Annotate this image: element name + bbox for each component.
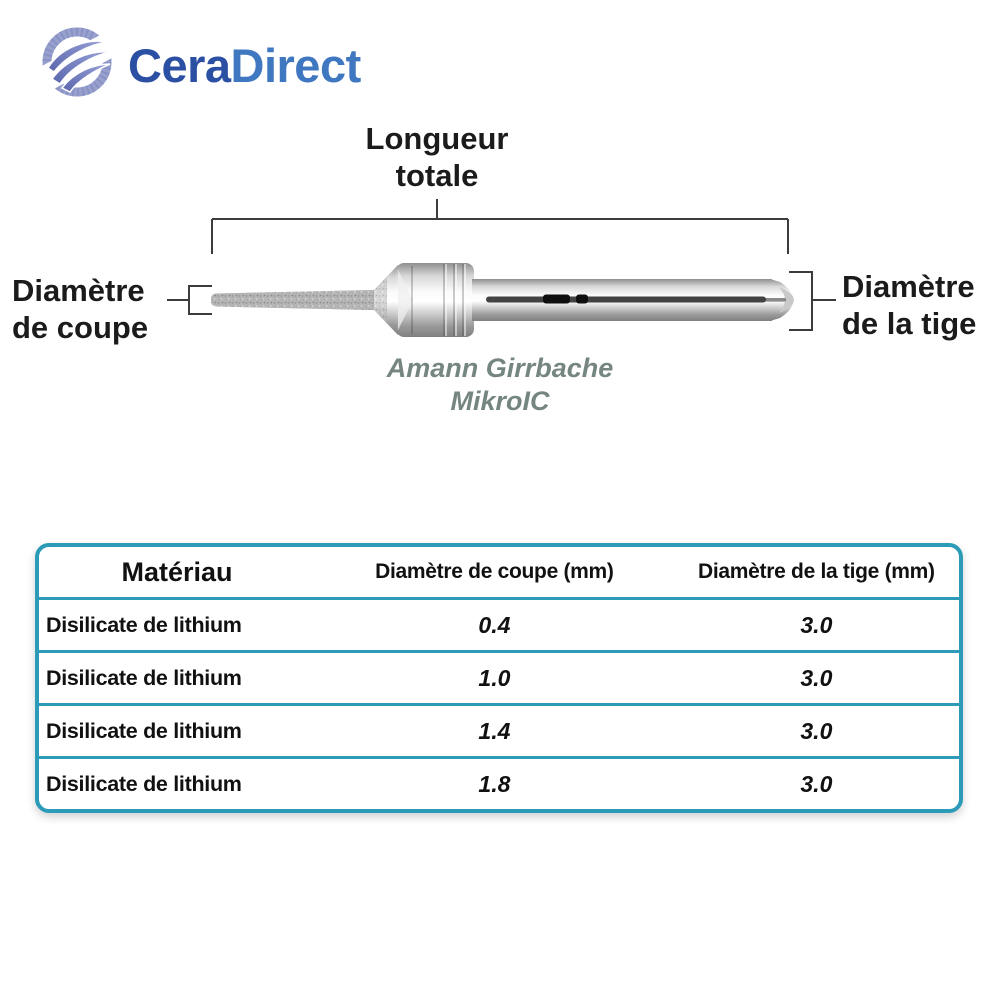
cell-cutting-diameter: 0.4	[478, 611, 511, 638]
cell-shank-diameter: 3.0	[800, 664, 833, 691]
milling-bur-drawing	[211, 263, 794, 337]
shank-diameter-pointer	[789, 271, 836, 331]
header-cell-cutting-diameter: Diamètre de coupe (mm)	[375, 560, 614, 583]
cutting-diameter-label-line2: de coupe	[12, 310, 149, 345]
total-length-label: Longueur totale	[327, 120, 547, 194]
cutting-diameter-pointer	[167, 285, 212, 315]
cutting-diameter-label-line1: Diamètre	[12, 273, 145, 308]
header-cell-shank-diameter: Diamètre de la tige (mm)	[698, 560, 935, 583]
brand-wordmark-primary: Cera	[128, 38, 231, 92]
tool-brand-caption-line2: MikroIC	[450, 386, 550, 416]
cell-material: Disilicate de lithium	[46, 718, 242, 743]
table-row: Disilicate de lithium 1.0 3.0	[39, 650, 959, 703]
brand-wordmark: CeraDirect	[128, 38, 361, 93]
cell-material: Disilicate de lithium	[46, 771, 242, 796]
table-row: Disilicate de lithium 1.8 3.0	[39, 756, 959, 809]
cell-material: Disilicate de lithium	[46, 612, 242, 637]
cell-cutting-diameter: 1.0	[478, 664, 511, 691]
cell-shank-diameter: 3.0	[800, 611, 833, 638]
cell-material: Disilicate de lithium	[46, 665, 242, 690]
shank-diameter-label-line1: Diamètre	[842, 269, 975, 304]
table-header-row: Matériau Diamètre de coupe (mm) Diamètre…	[39, 547, 959, 597]
cell-cutting-diameter: 1.4	[478, 717, 511, 744]
shank-diameter-label: Diamètre de la tige	[842, 268, 976, 342]
header-cell-material: Matériau	[121, 556, 233, 587]
cell-shank-diameter: 3.0	[800, 717, 833, 744]
total-length-label-line2: totale	[395, 158, 479, 193]
cera-swirl-icon	[38, 27, 118, 97]
brand-wordmark-secondary: Direct	[230, 38, 362, 92]
cutting-diameter-label: Diamètre de coupe	[12, 272, 148, 346]
tool-brand-caption-line1: Amann Girrbache	[386, 353, 614, 383]
table-row: Disilicate de lithium 0.4 3.0	[39, 597, 959, 650]
shank-diameter-label-line2: de la tige	[842, 306, 977, 341]
spec-table: Matériau Diamètre de coupe (mm) Diamètre…	[35, 543, 963, 813]
table-row: Disilicate de lithium 1.4 3.0	[39, 703, 959, 756]
tool-illustration	[167, 199, 836, 337]
tool-brand-caption: Amann Girrbache MikroIC	[290, 352, 710, 418]
cell-cutting-diameter: 1.8	[478, 770, 511, 797]
total-length-bracket	[211, 199, 789, 254]
brand-logo: CeraDirect	[38, 22, 361, 102]
cell-shank-diameter: 3.0	[800, 770, 833, 797]
total-length-label-line1: Longueur	[365, 121, 509, 156]
